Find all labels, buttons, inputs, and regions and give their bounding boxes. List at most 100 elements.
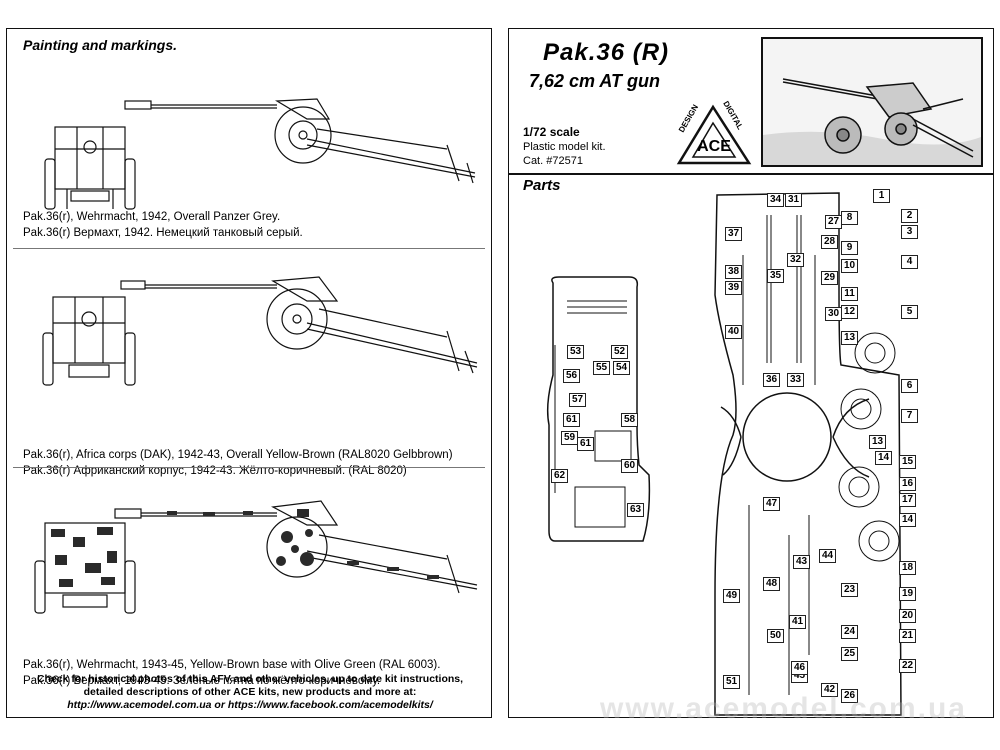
caption-en: Pak.36(r), Africa corps (DAK), 1942-43, … (23, 449, 453, 461)
part-number-14: 14 (875, 451, 893, 465)
part-number-24: 24 (841, 625, 859, 639)
divider (13, 467, 485, 468)
part-number-20: 20 (899, 609, 917, 623)
part-number-3: 3 (901, 225, 918, 239)
part-number-46: 46 (791, 661, 809, 675)
part-number-40: 40 (725, 325, 743, 339)
gun-drawing-camouflage (34, 500, 478, 614)
ace-logo-icon: ACE DIGITAL DESIGN (676, 100, 752, 165)
part-number-14: 14 (899, 513, 917, 527)
part-number-16: 16 (899, 477, 917, 491)
part-number-21: 21 (899, 629, 917, 643)
part-number-51: 51 (723, 675, 741, 689)
part-number-61: 61 (577, 437, 595, 451)
painting-markings-panel: Painting and markings. (6, 28, 492, 718)
part-number-2: 2 (901, 209, 918, 223)
part-number-27: 27 (825, 215, 843, 229)
caption-ru: Pak.36(r) Африканский корпус, 1942-43. Ж… (23, 465, 407, 477)
part-number-8: 8 (841, 211, 858, 225)
part-number-48: 48 (763, 577, 781, 591)
part-number-43: 43 (793, 555, 811, 569)
part-number-22: 22 (899, 659, 917, 673)
part-number-34: 34 (767, 193, 785, 207)
kit-catalog-number: Cat. #72571 (523, 155, 583, 167)
reference-photo (761, 37, 983, 167)
part-number-19: 19 (899, 587, 917, 601)
part-number-52: 52 (611, 345, 629, 359)
part-number-63: 63 (627, 503, 645, 517)
part-number-31: 31 (785, 193, 803, 207)
variant-2: Pak.36(r), Africa corps (DAK), 1942-43, … (7, 267, 493, 477)
gun-drawing-panzer-grey (44, 98, 476, 210)
part-number-28: 28 (821, 235, 839, 249)
part-number-9: 9 (841, 241, 858, 255)
part-number-50: 50 (767, 629, 785, 643)
part-number-5: 5 (901, 305, 918, 319)
part-number-58: 58 (621, 413, 639, 427)
part-number-54: 54 (613, 361, 631, 375)
part-number-33: 33 (787, 373, 805, 387)
part-number-41: 41 (789, 615, 807, 629)
part-number-7: 7 (901, 409, 918, 423)
part-number-36: 36 (763, 373, 781, 387)
gun-drawing-yellow-brown (42, 276, 478, 386)
part-number-37: 37 (725, 227, 743, 241)
part-number-18: 18 (899, 561, 917, 575)
variant-1: Pak.36(r), Wehrmacht, 1942, Overall Panz… (7, 89, 493, 239)
part-number-23: 23 (841, 583, 859, 597)
part-number-42: 42 (821, 683, 839, 697)
part-number-49: 49 (723, 589, 741, 603)
part-number-25: 25 (841, 647, 859, 661)
part-number-15: 15 (899, 455, 917, 469)
part-number-47: 47 (763, 497, 781, 511)
part-number-4: 4 (901, 255, 918, 269)
part-number-57: 57 (569, 393, 587, 407)
footer-line-2: detailed descriptions of other ACE kits,… (83, 686, 417, 698)
part-number-35: 35 (767, 269, 785, 283)
part-number-29: 29 (821, 271, 839, 285)
parts-title: Parts (523, 177, 561, 194)
caption-en: Pak.36(r), Wehrmacht, 1943-45, Yellow-Br… (23, 659, 441, 671)
footer-note: Check for historical photos of this AFV … (7, 673, 493, 712)
part-number-60: 60 (621, 459, 639, 473)
footer-links[interactable]: http://www.acemodel.com.ua or https://ww… (67, 699, 433, 711)
part-number-32: 32 (787, 253, 805, 267)
logo-design-text: DESIGN (677, 103, 700, 134)
part-number-13: 13 (841, 331, 859, 345)
part-number-13: 13 (869, 435, 887, 449)
part-number-12: 12 (841, 305, 859, 319)
caption-ru: Pak.36(r) Вермахт, 1943-45. Зелёные пятн… (23, 675, 381, 687)
variant-3-caption: Pak.36(r), Wehrmacht, 1943-45, Yellow-Br… (23, 657, 440, 689)
part-number-56: 56 (563, 369, 581, 383)
footer-line-1: Check for historical photos of this AFV … (36, 673, 464, 685)
part-number-59: 59 (561, 431, 579, 445)
painting-title: Painting and markings. (23, 37, 178, 53)
gun-photo-illustration (763, 39, 981, 165)
part-number-30: 30 (825, 307, 843, 321)
part-number-39: 39 (725, 281, 743, 295)
part-number-55: 55 (593, 361, 611, 375)
variant-1-caption: Pak.36(r), Wehrmacht, 1942, Overall Panz… (23, 209, 303, 241)
kit-scale: 1/72 scale (523, 125, 580, 139)
variant-2-caption: Pak.36(r), Africa corps (DAK), 1942-43, … (23, 447, 453, 479)
caption-en: Pak.36(r), Wehrmacht, 1942, Overall Panz… (23, 211, 281, 223)
part-number-6: 6 (901, 379, 918, 393)
logo-text: ACE (697, 138, 731, 155)
part-number-1: 1 (873, 189, 890, 203)
part-number-53: 53 (567, 345, 585, 359)
part-number-26: 26 (841, 689, 859, 703)
part-number-44: 44 (819, 549, 837, 563)
part-number-10: 10 (841, 259, 859, 273)
divider (13, 248, 485, 249)
variant-3: Pak.36(r), Wehrmacht, 1943-45, Yellow-Br… (7, 485, 493, 687)
kit-header-panel: Pak.36 (R) 7,62 cm AT gun 1/72 scale Pla… (508, 28, 994, 174)
part-number-61: 61 (563, 413, 581, 427)
caption-ru: Pak.36(r) Вермахт, 1942. Немецкий танков… (23, 227, 303, 239)
part-number-38: 38 (725, 265, 743, 279)
part-number-62: 62 (551, 469, 569, 483)
part-number-17: 17 (899, 493, 917, 507)
kit-type: Plastic model kit. (523, 141, 606, 153)
part-number-11: 11 (841, 287, 858, 301)
watermark: www.acemodel.com.ua (600, 692, 967, 725)
